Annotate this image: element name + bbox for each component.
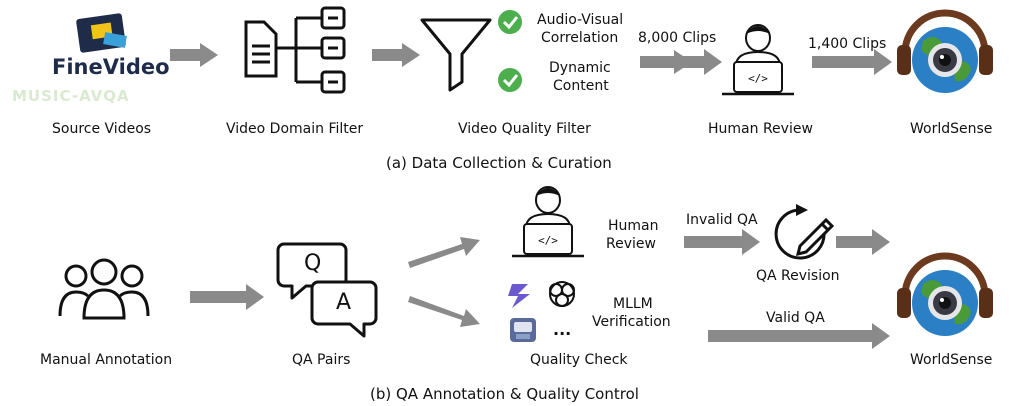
worldsense-globe-top — [897, 13, 993, 93]
criterion-correlation-line2: Correlation — [541, 30, 619, 46]
finevideo-logo-text: FineVideo — [52, 55, 170, 79]
human-review-line1: Human — [608, 218, 659, 234]
caption-b: (b) QA Annotation & Quality Control — [370, 385, 639, 403]
manual-annotation-label: Manual Annotation — [40, 352, 173, 368]
quality-check-label: Quality Check — [530, 352, 628, 368]
qa-bubbles-icon — [276, 242, 378, 338]
arrow-valid-to-output — [708, 323, 890, 349]
domain-filter-label: Video Domain Filter — [226, 121, 364, 137]
mllm-line2: Verification — [592, 314, 671, 330]
clips-8000-label: 8,000 Clips — [638, 30, 717, 46]
people-icon — [58, 258, 150, 320]
arrow-source-to-domain — [170, 43, 218, 67]
q-letter: Q — [304, 251, 322, 276]
mllm-line1: MLLM — [613, 296, 653, 312]
criterion-dynamic-line1: Dynamic — [549, 60, 611, 76]
arrow-revision-to-output — [836, 229, 890, 255]
arrow-manual-to-qa — [190, 284, 264, 310]
caption-a: (a) Data Collection & Curation — [386, 154, 612, 172]
qa-pairs-label: QA Pairs — [292, 352, 351, 368]
invalid-qa-label: Invalid QA — [686, 212, 758, 228]
criterion-dynamic-line2: Content — [553, 78, 609, 94]
human-reviewer-icon-bottom — [510, 185, 586, 258]
source-video-logo — [76, 13, 127, 53]
check-icon-correlation — [498, 10, 522, 34]
arrow-qa-to-human — [408, 237, 480, 268]
human-review-label: Human Review — [708, 121, 813, 137]
a-letter: A — [336, 290, 352, 315]
more-models-ellipsis: ... — [553, 320, 572, 339]
worldsense-label-top: WorldSense — [910, 121, 993, 137]
domain-filter-icon — [244, 6, 346, 94]
human-review-line2: Review — [606, 236, 656, 252]
human-reviewer-icon — [720, 23, 796, 96]
music-avqa-logo-text: MUSIC-AVQA — [12, 87, 130, 105]
funnel-icon — [420, 18, 492, 92]
qa-revision-label: QA Revision — [756, 268, 840, 284]
clips-1400-label: 1,400 Clips — [808, 36, 887, 52]
arrow-review-to-output — [812, 49, 892, 75]
worldsense-label-bottom: WorldSense — [910, 352, 993, 368]
arrow-quality-to-review-wide — [640, 49, 722, 75]
quality-filter-label: Video Quality Filter — [458, 121, 591, 137]
criterion-correlation-line1: Audio-Visual — [537, 12, 624, 28]
worldsense-globe-bottom — [897, 256, 993, 336]
check-icon-dynamic — [498, 68, 522, 92]
mllm-logos — [508, 281, 575, 342]
arrow-human-to-revision — [684, 229, 760, 255]
valid-qa-label: Valid QA — [766, 310, 825, 326]
arrow-qa-to-mllm — [408, 296, 480, 327]
revision-icon — [774, 204, 835, 260]
arrow-domain-to-quality — [372, 43, 420, 67]
source-videos-label: Source Videos — [52, 121, 152, 137]
